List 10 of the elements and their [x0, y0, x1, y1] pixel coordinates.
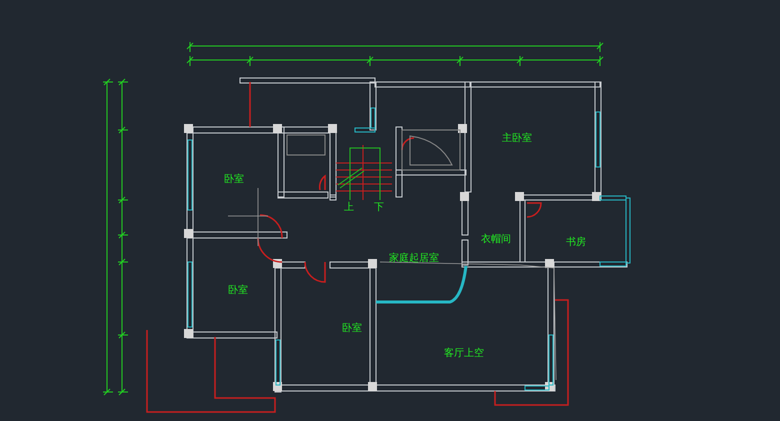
room-label: 衣帽间 — [481, 234, 511, 246]
stair-direction-label: 上 — [344, 202, 354, 214]
stair-direction-label: 下 — [374, 202, 384, 214]
room-label: 客厅上空 — [444, 348, 484, 360]
room-label: 卧室 — [228, 285, 248, 297]
room-label: 卧室 — [224, 174, 244, 186]
room-label: 卧室 — [342, 323, 362, 335]
room-label: 书房 — [566, 237, 586, 249]
room-label: 家庭起居室 — [389, 253, 439, 265]
room-label: 主卧室 — [502, 133, 532, 145]
